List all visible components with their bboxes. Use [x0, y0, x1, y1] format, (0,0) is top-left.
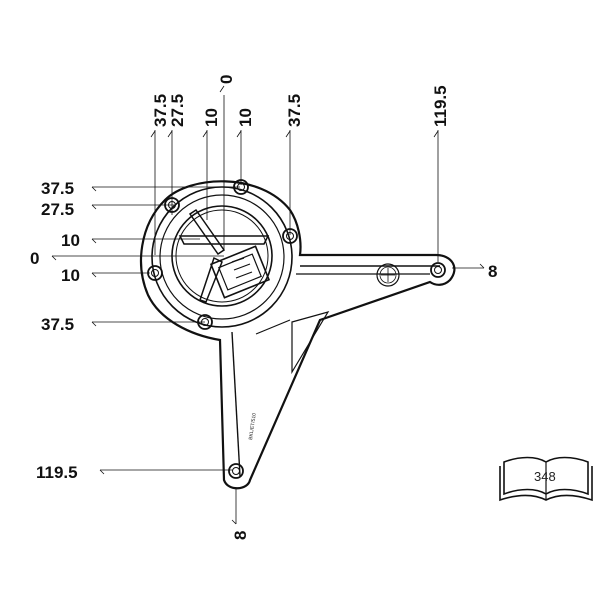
- bolt-holes: [147, 179, 446, 479]
- dim-left-37-5-top: 37.5: [41, 179, 74, 198]
- dim-left-10-bottom: 10: [61, 266, 80, 285]
- bracket-outline: [139, 180, 456, 490]
- dim-bottom-8: 8: [231, 531, 250, 540]
- dim-top-119-5: 119.5: [431, 85, 450, 127]
- right-bottom-extension-lines: [231, 263, 485, 525]
- dim-right-8: 8: [488, 262, 497, 281]
- bolt-hole-right: [282, 228, 298, 244]
- dim-left-27-5: 27.5: [41, 200, 74, 219]
- dim-top-0: 0: [217, 75, 236, 84]
- dim-left-37-5-bottom: 37.5: [41, 315, 74, 334]
- bolt-hole-bottom: [197, 314, 213, 330]
- dim-left-10-top: 10: [61, 231, 80, 250]
- dim-left-119-5: 119.5: [36, 463, 78, 482]
- bolt-hole-arm-bottom: [228, 463, 244, 479]
- top-dimension-labels: 37.5 27.5 10 0 10 37.5 119.5: [151, 75, 450, 127]
- dim-top-10-right: 10: [236, 108, 255, 127]
- dim-top-37-5-right: 37.5: [285, 94, 304, 127]
- part-marking: BKL/ET/510: [248, 413, 258, 441]
- bolt-hole-upper-left: [164, 197, 180, 213]
- dim-left-0: 0: [30, 249, 39, 268]
- dim-top-10-left: 10: [202, 108, 221, 127]
- open-book-icon: [499, 456, 593, 502]
- left-arrow-ticks: [51, 186, 105, 475]
- bolt-hole-left: [147, 265, 163, 281]
- page-number: 348: [534, 469, 556, 484]
- bolt-hole-arm-right: [430, 262, 446, 278]
- left-dimension-labels: 37.5 27.5 10 0 10 37.5 119.5: [30, 179, 80, 482]
- manufacturer-logo-icon: [376, 263, 400, 287]
- center-clamp-mechanism: [171, 205, 273, 307]
- top-arrow-ticks: [150, 85, 439, 138]
- bolt-hole-top: [233, 179, 249, 195]
- dim-top-27-5: 27.5: [168, 94, 187, 127]
- dim-top-37-5-left: 37.5: [151, 94, 170, 127]
